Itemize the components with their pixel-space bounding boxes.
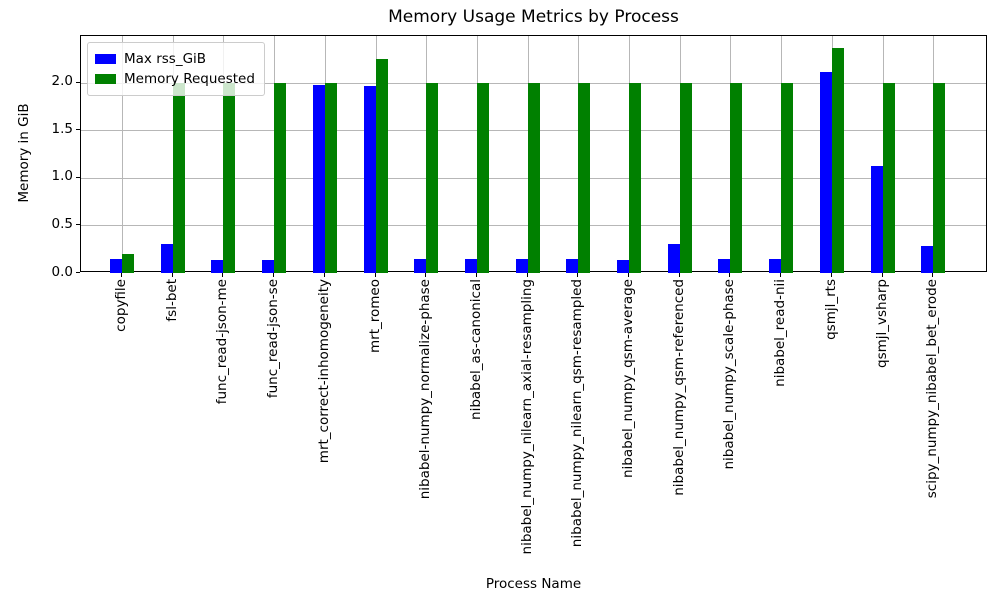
- xtick-label-14: qsmjl_rts: [822, 279, 839, 340]
- bar-max-rss-4: [312, 84, 325, 273]
- xtick-label-3: func_read-json-se: [265, 279, 282, 399]
- legend-item-max-rss: Max rss_GiB: [95, 49, 255, 69]
- xtick-label-12: nibabel_numpy_scale-phase: [721, 279, 738, 470]
- xtick-8: [526, 273, 528, 277]
- xtick-label-9: nibabel_numpy_nilearn_qsm-resampled: [569, 279, 586, 548]
- xtick-label-1: fsl-bet: [163, 279, 180, 322]
- bar-mem-requested-4: [324, 82, 337, 273]
- bar-max-rss-13: [769, 258, 782, 273]
- xtick-3: [273, 273, 275, 277]
- x-axis-label: Process Name: [485, 576, 582, 592]
- bar-max-rss-9: [566, 258, 579, 273]
- bar-mem-requested-15: [882, 82, 895, 273]
- xtick-11: [678, 273, 680, 277]
- xtick-12: [729, 273, 731, 277]
- xtick-label-6: nibabel-numpy_normalize-phase: [417, 279, 434, 500]
- ytick-2: [76, 81, 80, 83]
- xtick-label-11: nibabel_numpy_qsm-referenced: [670, 279, 687, 496]
- xtick-label-8: nibabel_numpy_nilearn_axial-resampling: [518, 279, 535, 555]
- ytick-1: [76, 176, 80, 178]
- legend: Max rss_GiB Memory Requested: [87, 42, 265, 96]
- ytick-0.5: [76, 224, 80, 226]
- bar-mem-requested-9: [578, 82, 591, 273]
- xtick-label-10: nibabel_numpy_qsm-average: [620, 279, 636, 478]
- xtick-label-2: func_read-json-me: [214, 279, 231, 405]
- legend-label-memory-requested: Memory Requested: [124, 71, 255, 87]
- xtick-label-13: nibabel_read-nii: [772, 279, 789, 387]
- bar-max-rss-12: [718, 258, 731, 273]
- legend-item-memory-requested: Memory Requested: [95, 69, 255, 89]
- xtick-label-5: mrt_romeo: [366, 279, 383, 353]
- bar-mem-requested-16: [933, 82, 946, 273]
- ytick-0: [76, 272, 80, 273]
- bar-mem-requested-5: [375, 58, 388, 273]
- bar-max-rss-5: [363, 85, 376, 273]
- bar-mem-requested-10: [629, 82, 641, 273]
- ytick-label-1.5: 1.5: [51, 120, 73, 137]
- ytick-label-2: 2.0: [51, 73, 73, 90]
- gridline-x-0: [122, 36, 123, 271]
- bar-max-rss-3: [262, 259, 275, 273]
- xtick-label-4: mrt_correct-inhomogeneity: [315, 279, 332, 464]
- xtick-5: [374, 273, 376, 277]
- xtick-16: [932, 273, 934, 277]
- bar-mem-requested-14: [831, 48, 844, 273]
- xtick-9: [577, 273, 579, 277]
- bar-mem-requested-0: [122, 254, 134, 273]
- xtick-10: [628, 273, 629, 277]
- xtick-2: [222, 273, 224, 277]
- bar-mem-requested-8: [527, 82, 540, 273]
- bar-max-rss-16: [921, 246, 934, 273]
- xtick-label-15: qsmjl_vsharp: [873, 279, 890, 368]
- bar-max-rss-2: [211, 259, 224, 273]
- ytick-label-1: 1.0: [51, 168, 73, 185]
- legend-swatch-memory-requested-icon: [95, 74, 116, 84]
- plot-area: Max rss_GiB Memory Requested: [80, 35, 987, 273]
- bar-mem-requested-7: [476, 82, 489, 273]
- xtick-14: [830, 273, 832, 277]
- ytick-1.5: [76, 129, 80, 131]
- xtick-label-0: copyfile: [113, 279, 129, 332]
- bar-mem-requested-13: [781, 82, 794, 273]
- bar-mem-requested-12: [730, 82, 743, 273]
- bar-mem-requested-2: [223, 82, 236, 273]
- bar-mem-requested-6: [426, 82, 439, 273]
- bar-max-rss-11: [667, 244, 680, 273]
- bar-max-rss-8: [515, 258, 528, 273]
- bar-mem-requested-1: [172, 82, 185, 273]
- legend-swatch-max-rss-icon: [95, 54, 116, 64]
- xtick-7: [475, 273, 477, 277]
- xtick-15: [881, 273, 883, 277]
- bar-mem-requested-11: [679, 82, 692, 273]
- bar-max-rss-0: [110, 258, 122, 273]
- bar-max-rss-14: [819, 72, 832, 273]
- legend-label-max-rss: Max rss_GiB: [124, 51, 207, 67]
- xtick-label-7: nibabel_as-canonical: [467, 279, 484, 420]
- xtick-1: [171, 273, 173, 277]
- xtick-4: [323, 273, 325, 277]
- bar-max-rss-1: [160, 244, 173, 273]
- y-axis-label: Memory in GiB: [16, 103, 32, 203]
- ytick-label-0.5: 0.5: [51, 215, 73, 232]
- xtick-13: [780, 273, 782, 277]
- bar-max-rss-7: [464, 258, 477, 273]
- xtick-6: [425, 273, 427, 277]
- bar-max-rss-10: [617, 259, 629, 273]
- bar-max-rss-6: [414, 258, 427, 273]
- bar-mem-requested-3: [274, 82, 287, 273]
- xtick-0: [121, 273, 122, 277]
- chart-title: Memory Usage Metrics by Process: [388, 7, 679, 27]
- bar-max-rss-15: [870, 166, 883, 273]
- ytick-label-0: 0.0: [51, 263, 73, 280]
- xtick-label-16: scipy_numpy_nibabel_bet_erode: [924, 279, 941, 499]
